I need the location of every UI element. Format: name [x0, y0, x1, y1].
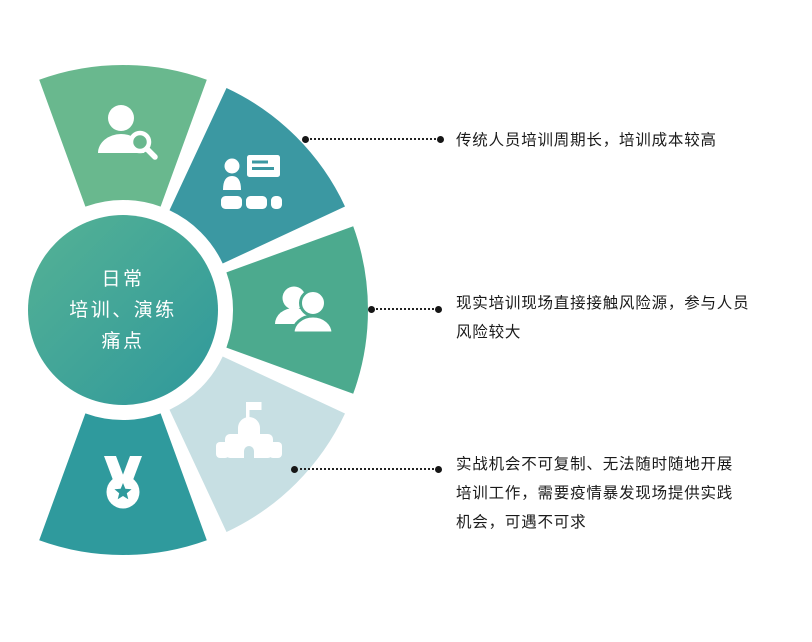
medal-star-icon	[104, 456, 142, 509]
center-circle	[28, 215, 218, 405]
callout-text-line: 培训工作，需要疫情暴发现场提供实践	[456, 485, 734, 502]
connector-line-3	[291, 466, 442, 473]
connector-dot	[291, 466, 298, 473]
callout-text-line: 传统人员培训周期长，培训成本较高	[456, 132, 717, 149]
callout-text-line: 机会，可遇不可求	[456, 514, 587, 531]
connector-line-2	[368, 306, 442, 313]
person-search-icon	[98, 105, 158, 160]
connector-dot	[368, 306, 375, 313]
building-flag-icon	[216, 402, 282, 458]
pain-points-wheel	[28, 65, 368, 555]
connector-dot	[437, 136, 444, 143]
callout-text-line: 实战机会不可复制、无法随时随地开展	[456, 456, 734, 473]
connector-dot	[435, 306, 442, 313]
classroom-presenter-icon	[221, 155, 282, 209]
connector-line-1	[302, 136, 444, 143]
callout-practice-opportunity: 实战机会不可复制、无法随时随地开展 培训工作，需要疫情暴发现场提供实践 机会，可…	[456, 450, 733, 537]
callout-text-line: 现实培训现场直接接触风险源，参与人员	[456, 295, 750, 312]
people-group-icon	[275, 286, 335, 335]
callout-training-cost: 传统人员培训周期长，培训成本较高	[456, 126, 717, 155]
connector-dot	[435, 466, 442, 473]
connector-dot	[302, 136, 309, 143]
callout-risk-exposure: 现实培训现场直接接触风险源，参与人员 风险较大	[456, 289, 749, 347]
callout-text-line: 风险较大	[456, 324, 522, 341]
